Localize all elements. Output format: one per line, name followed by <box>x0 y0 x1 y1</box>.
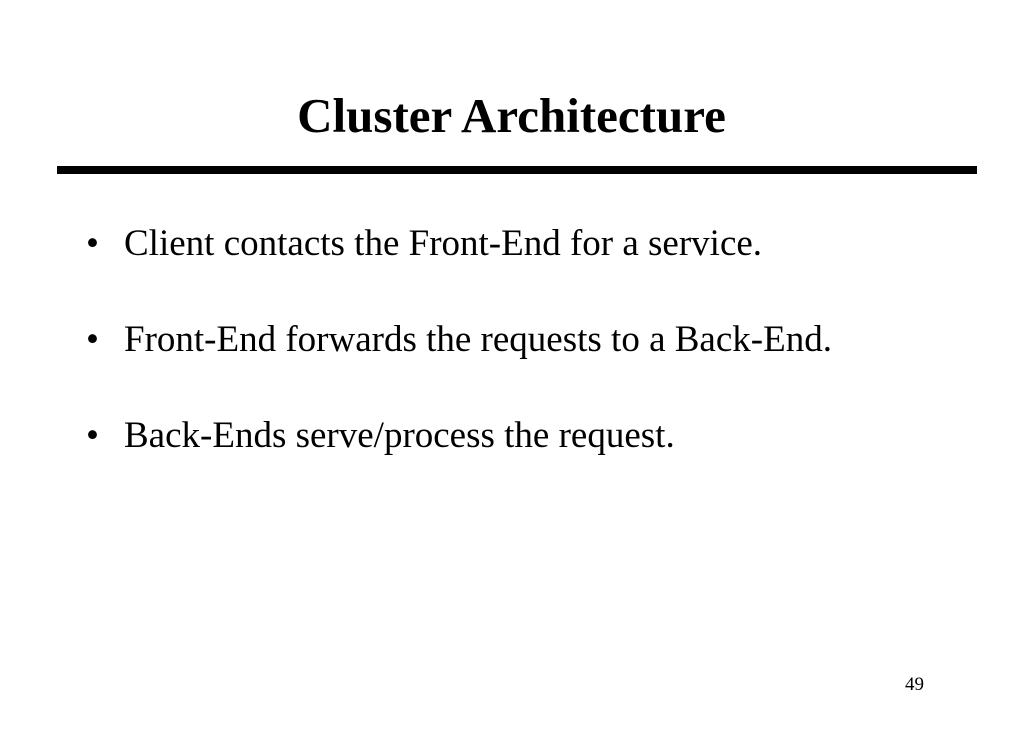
bullet-text: Front-End forwards the requests to a Bac… <box>124 319 832 360</box>
title-divider <box>57 166 977 174</box>
page-number: 49 <box>905 674 924 695</box>
bullet-item: • Front-End forwards the requests to a B… <box>84 314 904 366</box>
bullet-item: • Back-Ends serve/process the request. <box>84 410 904 462</box>
slide-title: Cluster Architecture <box>297 88 726 143</box>
bullet-icon: • <box>86 319 99 360</box>
bullet-icon: • <box>86 415 99 456</box>
bullet-text: Client contacts the Front-End for a serv… <box>124 223 763 264</box>
bullet-icon: • <box>86 223 99 264</box>
bullet-item: • Client contacts the Front-End for a se… <box>84 218 904 270</box>
bullet-list: • Client contacts the Front-End for a se… <box>84 218 904 506</box>
bullet-text: Back-Ends serve/process the request. <box>124 415 675 456</box>
